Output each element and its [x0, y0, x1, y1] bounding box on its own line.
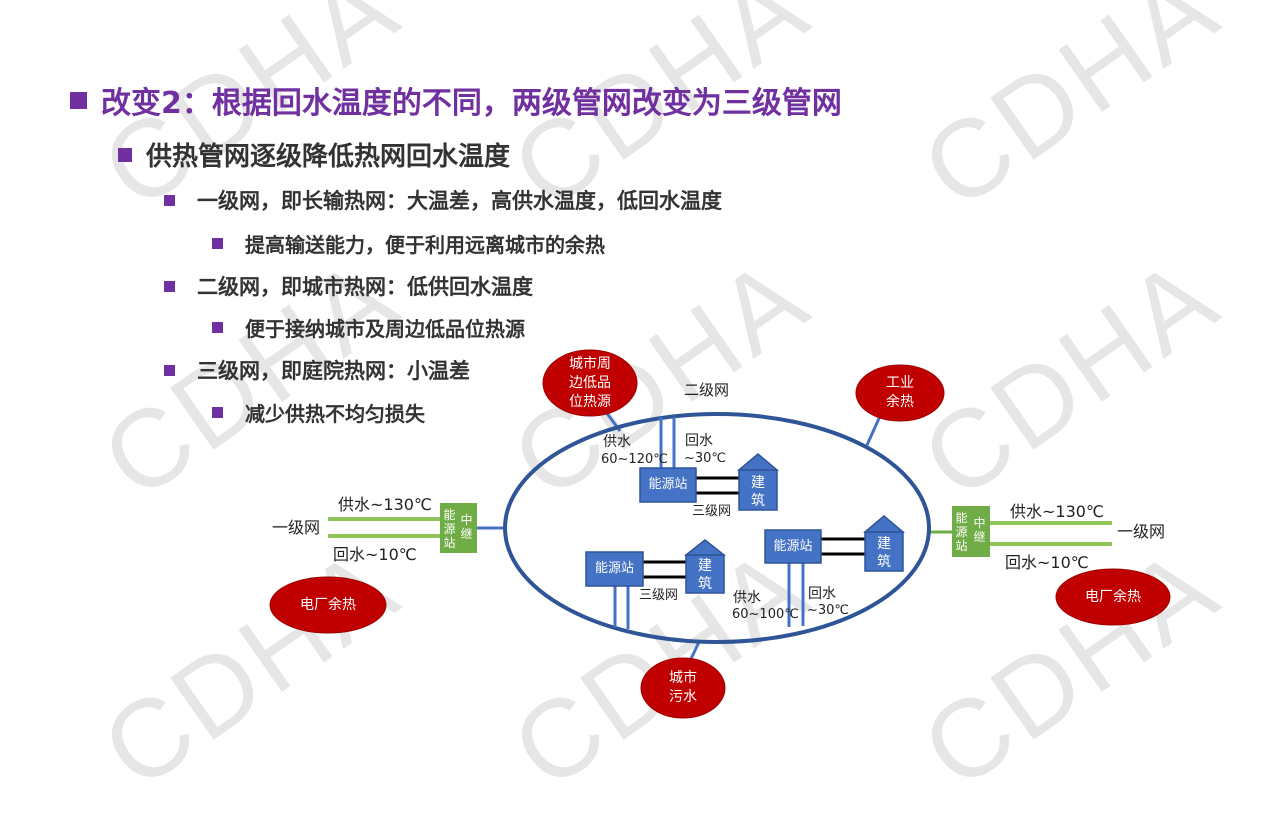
- bullet-icon: [118, 147, 132, 162]
- bullet-text: 减少供热不均匀损失: [245, 402, 425, 426]
- bullet-text: 便于接纳城市及周边低品位热源: [245, 317, 525, 341]
- building-label: 建筑: [877, 536, 891, 570]
- bullet-icon: [164, 364, 175, 376]
- bullet-sub: 供热管网逐级降低热网回水温度: [118, 136, 510, 173]
- title-text: 改变2：根据回水温度的不同，两级管网改变为三级管网: [101, 86, 842, 121]
- building: [738, 469, 778, 511]
- secondary-net-label: 二级网: [684, 381, 730, 399]
- relay-station-right: [952, 506, 990, 557]
- power-right-label: 电厂余热: [1085, 588, 1141, 605]
- primary-supply-label: 供水~130℃: [1010, 502, 1104, 521]
- relay-label-a: 能源站: [955, 511, 968, 553]
- primary-net-label: 一级网: [272, 518, 321, 537]
- heat-source-industrial: [855, 364, 945, 422]
- energy-station: [639, 467, 697, 503]
- sewage-label: 城市污水: [669, 670, 697, 705]
- bullet-text: 一级网，即长输热网：大温差，高供水温度，低回水温度: [197, 189, 722, 213]
- heat-source-power-right: [1055, 568, 1171, 626]
- bullet-tertiary-detail: 减少供热不均匀损失: [212, 398, 425, 427]
- relay-label-b: 中继: [973, 516, 986, 544]
- bullet-text: 供热管网逐级降低热网回水温度: [146, 142, 511, 172]
- slide-title: 改变2：根据回水温度的不同，两级管网改变为三级管网: [70, 78, 842, 122]
- return-label: 回水: [685, 433, 713, 449]
- bullet-icon: [212, 322, 223, 333]
- relay-label-b: 中继: [460, 513, 473, 541]
- heating-network-diagram: [269, 349, 1171, 719]
- building-roof: [736, 453, 780, 471]
- bullet-icon: [70, 91, 87, 109]
- bullet-tertiary: 三级网，即庭院热网：小温差: [164, 355, 470, 385]
- energy-station: [764, 529, 822, 564]
- energy-station-label: 能源站: [773, 539, 813, 554]
- bullet-icon: [212, 407, 223, 418]
- secondary-network-loop: [503, 412, 931, 644]
- supply-temp: 60~100℃: [732, 607, 799, 622]
- heat-source-power-left: [269, 576, 387, 634]
- bullet-secondary-detail: 便于接纳城市及周边低品位热源: [212, 313, 525, 342]
- supply-temp: 60~120℃: [601, 452, 668, 467]
- energy-station-label: 能源站: [594, 561, 634, 576]
- primary-return-label: 回水~10℃: [333, 545, 417, 564]
- bullet-text: 二级网，即城市热网：低供回水温度: [197, 275, 533, 299]
- building-roof: [683, 539, 727, 556]
- industrial-label: 工业余热: [886, 375, 914, 410]
- supply-label: 供水: [603, 434, 631, 450]
- building-label: 建筑: [751, 475, 765, 509]
- return-temp: ~30℃: [807, 603, 850, 618]
- relay-label-a: 能源站: [443, 508, 456, 550]
- relay-station-left: [440, 503, 477, 553]
- heat-source-sewage: [640, 657, 726, 719]
- primary-return-label: 回水~10℃: [1005, 553, 1089, 572]
- urban-low-grade-label: 城市周边低品位热源: [569, 355, 611, 410]
- return-label: 回水: [808, 586, 836, 602]
- power-left-label: 电厂余热: [300, 596, 356, 613]
- primary-net-label: 一级网: [1117, 522, 1166, 541]
- bullet-icon: [164, 280, 175, 292]
- building-label: 建筑: [698, 558, 712, 592]
- bullet-primary: 一级网，即长输热网：大温差，高供水温度，低回水温度: [164, 185, 722, 215]
- bullet-primary-detail: 提高输送能力，便于利用远离城市的余热: [212, 229, 605, 258]
- bullet-icon: [164, 194, 175, 206]
- return-temp: ~30℃: [684, 451, 727, 466]
- building: [685, 554, 725, 594]
- bullet-icon: [212, 238, 223, 249]
- supply-label: 供水: [733, 590, 761, 606]
- bullet-text: 三级网，即庭院热网：小温差: [197, 359, 470, 383]
- energy-station-label: 能源站: [648, 477, 688, 492]
- bullet-secondary: 二级网，即城市热网：低供回水温度: [164, 271, 533, 301]
- building: [864, 531, 904, 572]
- tertiary-net-label: 三级网: [692, 504, 732, 519]
- heat-source-urban-low-grade: [542, 349, 638, 417]
- building-roof: [862, 515, 906, 533]
- tertiary-net-label: 三级网: [639, 588, 679, 603]
- bullet-text: 提高输送能力，便于利用远离城市的余热: [245, 233, 605, 257]
- connector-line: [865, 413, 883, 446]
- primary-supply-label: 供水~130℃: [338, 495, 432, 514]
- energy-station: [585, 551, 644, 587]
